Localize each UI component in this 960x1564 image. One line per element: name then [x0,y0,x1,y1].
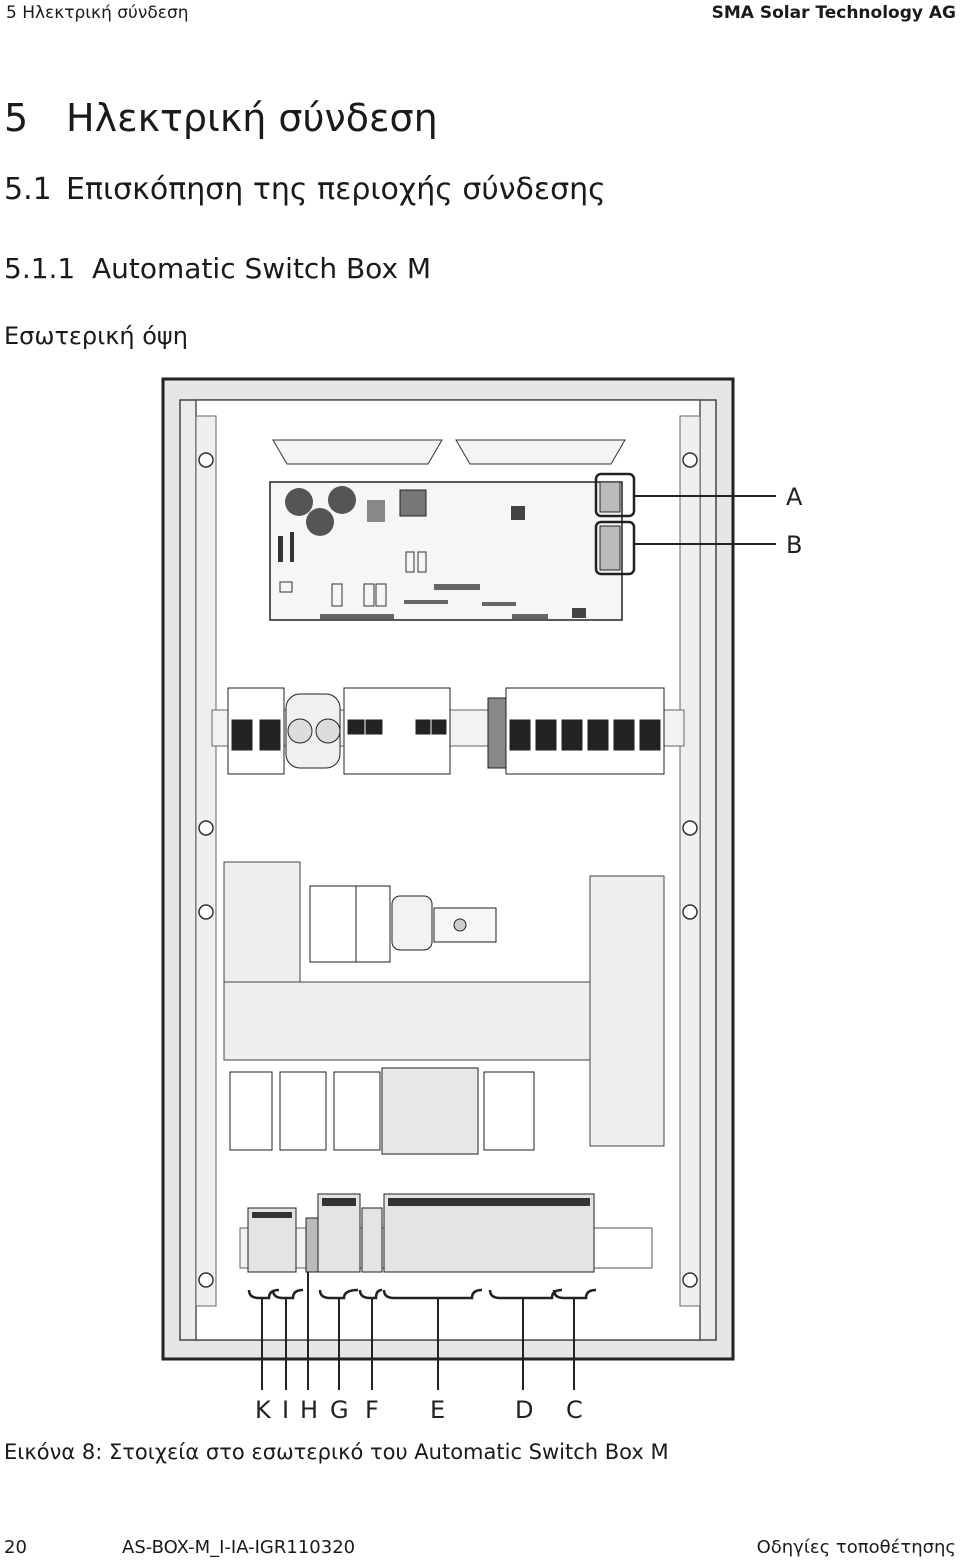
section-heading: 5 Ηλεκτρική σύνδεση [4,96,438,140]
switch-box-interior-figure: A B K I H G F E D C [160,376,810,1426]
callout-label-i: I [282,1396,289,1424]
cable-entry-right [455,439,626,465]
section-number: 5 [4,96,29,140]
callout-label-e: E [430,1396,445,1424]
running-header-chapter: 5 Ηλεκτρική σύνδεση [6,3,189,23]
terminal-strip [247,1193,595,1273]
subsubsection-number: 5.1.1 [4,252,76,285]
subsection-heading: 5.1 Επισκόπηση της περιοχής σύνδεσης [4,172,606,207]
callout-b-frame [594,520,636,576]
callout-label-f: F [365,1396,379,1424]
subsection-number: 5.1 [4,172,52,207]
subsubsection-title: Automatic Switch Box M [92,252,432,285]
breakers-top-right [505,687,665,775]
view-label: Εσωτερική όψη [4,322,188,350]
figure-caption: Εικόνα 8: Στοιχεία στο εσωτερικό του Aut… [4,1440,669,1464]
cable-entry-left [272,439,443,465]
switch-box-drawing: A B K I H G F E D C [161,377,803,1424]
footer-document-type: Οδηγίες τοποθέτησης [756,1537,956,1558]
panel-right-vertical [589,875,665,1147]
panel-horizontal [223,981,591,1061]
callout-label-b: B [786,531,802,559]
rail-screws [198,452,698,1288]
terminal-mount-right [593,1227,653,1269]
callout-label-g: G [330,1396,349,1424]
fuse-holders [285,693,341,769]
network-sockets [599,481,621,571]
section-title: Ηλεκτρική σύνδεση [66,96,438,140]
control-pcb [269,481,623,621]
running-header-company: SMA Solar Technology AG [711,3,956,23]
callout-label-k: K [255,1396,272,1424]
breakers-top-middle [343,687,451,775]
callout-label-d: D [515,1396,533,1424]
subsection-title: Επισκόπηση της περιοχής σύνδεσης [66,172,606,207]
callout-label-c: C [566,1396,583,1424]
terminal-dark-tops [252,1198,590,1218]
footer-page-number: 20 [4,1537,27,1558]
contactor-group-middle [309,885,497,963]
terminal-block-gray [487,697,507,769]
panel-left-upper [223,861,301,987]
left-rail [195,415,217,1307]
callout-leaders [261,1272,575,1390]
subsubsection-heading: 5.1.1 Automatic Switch Box M [4,252,431,285]
footer-document-id: AS-BOX-M_I-IA-IGR110320 [122,1537,356,1558]
callout-label-a: A [786,483,803,511]
right-rail [679,415,701,1307]
contactor-row-lower [229,1067,535,1155]
breakers-top-left [227,687,285,775]
callout-label-h: H [300,1396,318,1424]
